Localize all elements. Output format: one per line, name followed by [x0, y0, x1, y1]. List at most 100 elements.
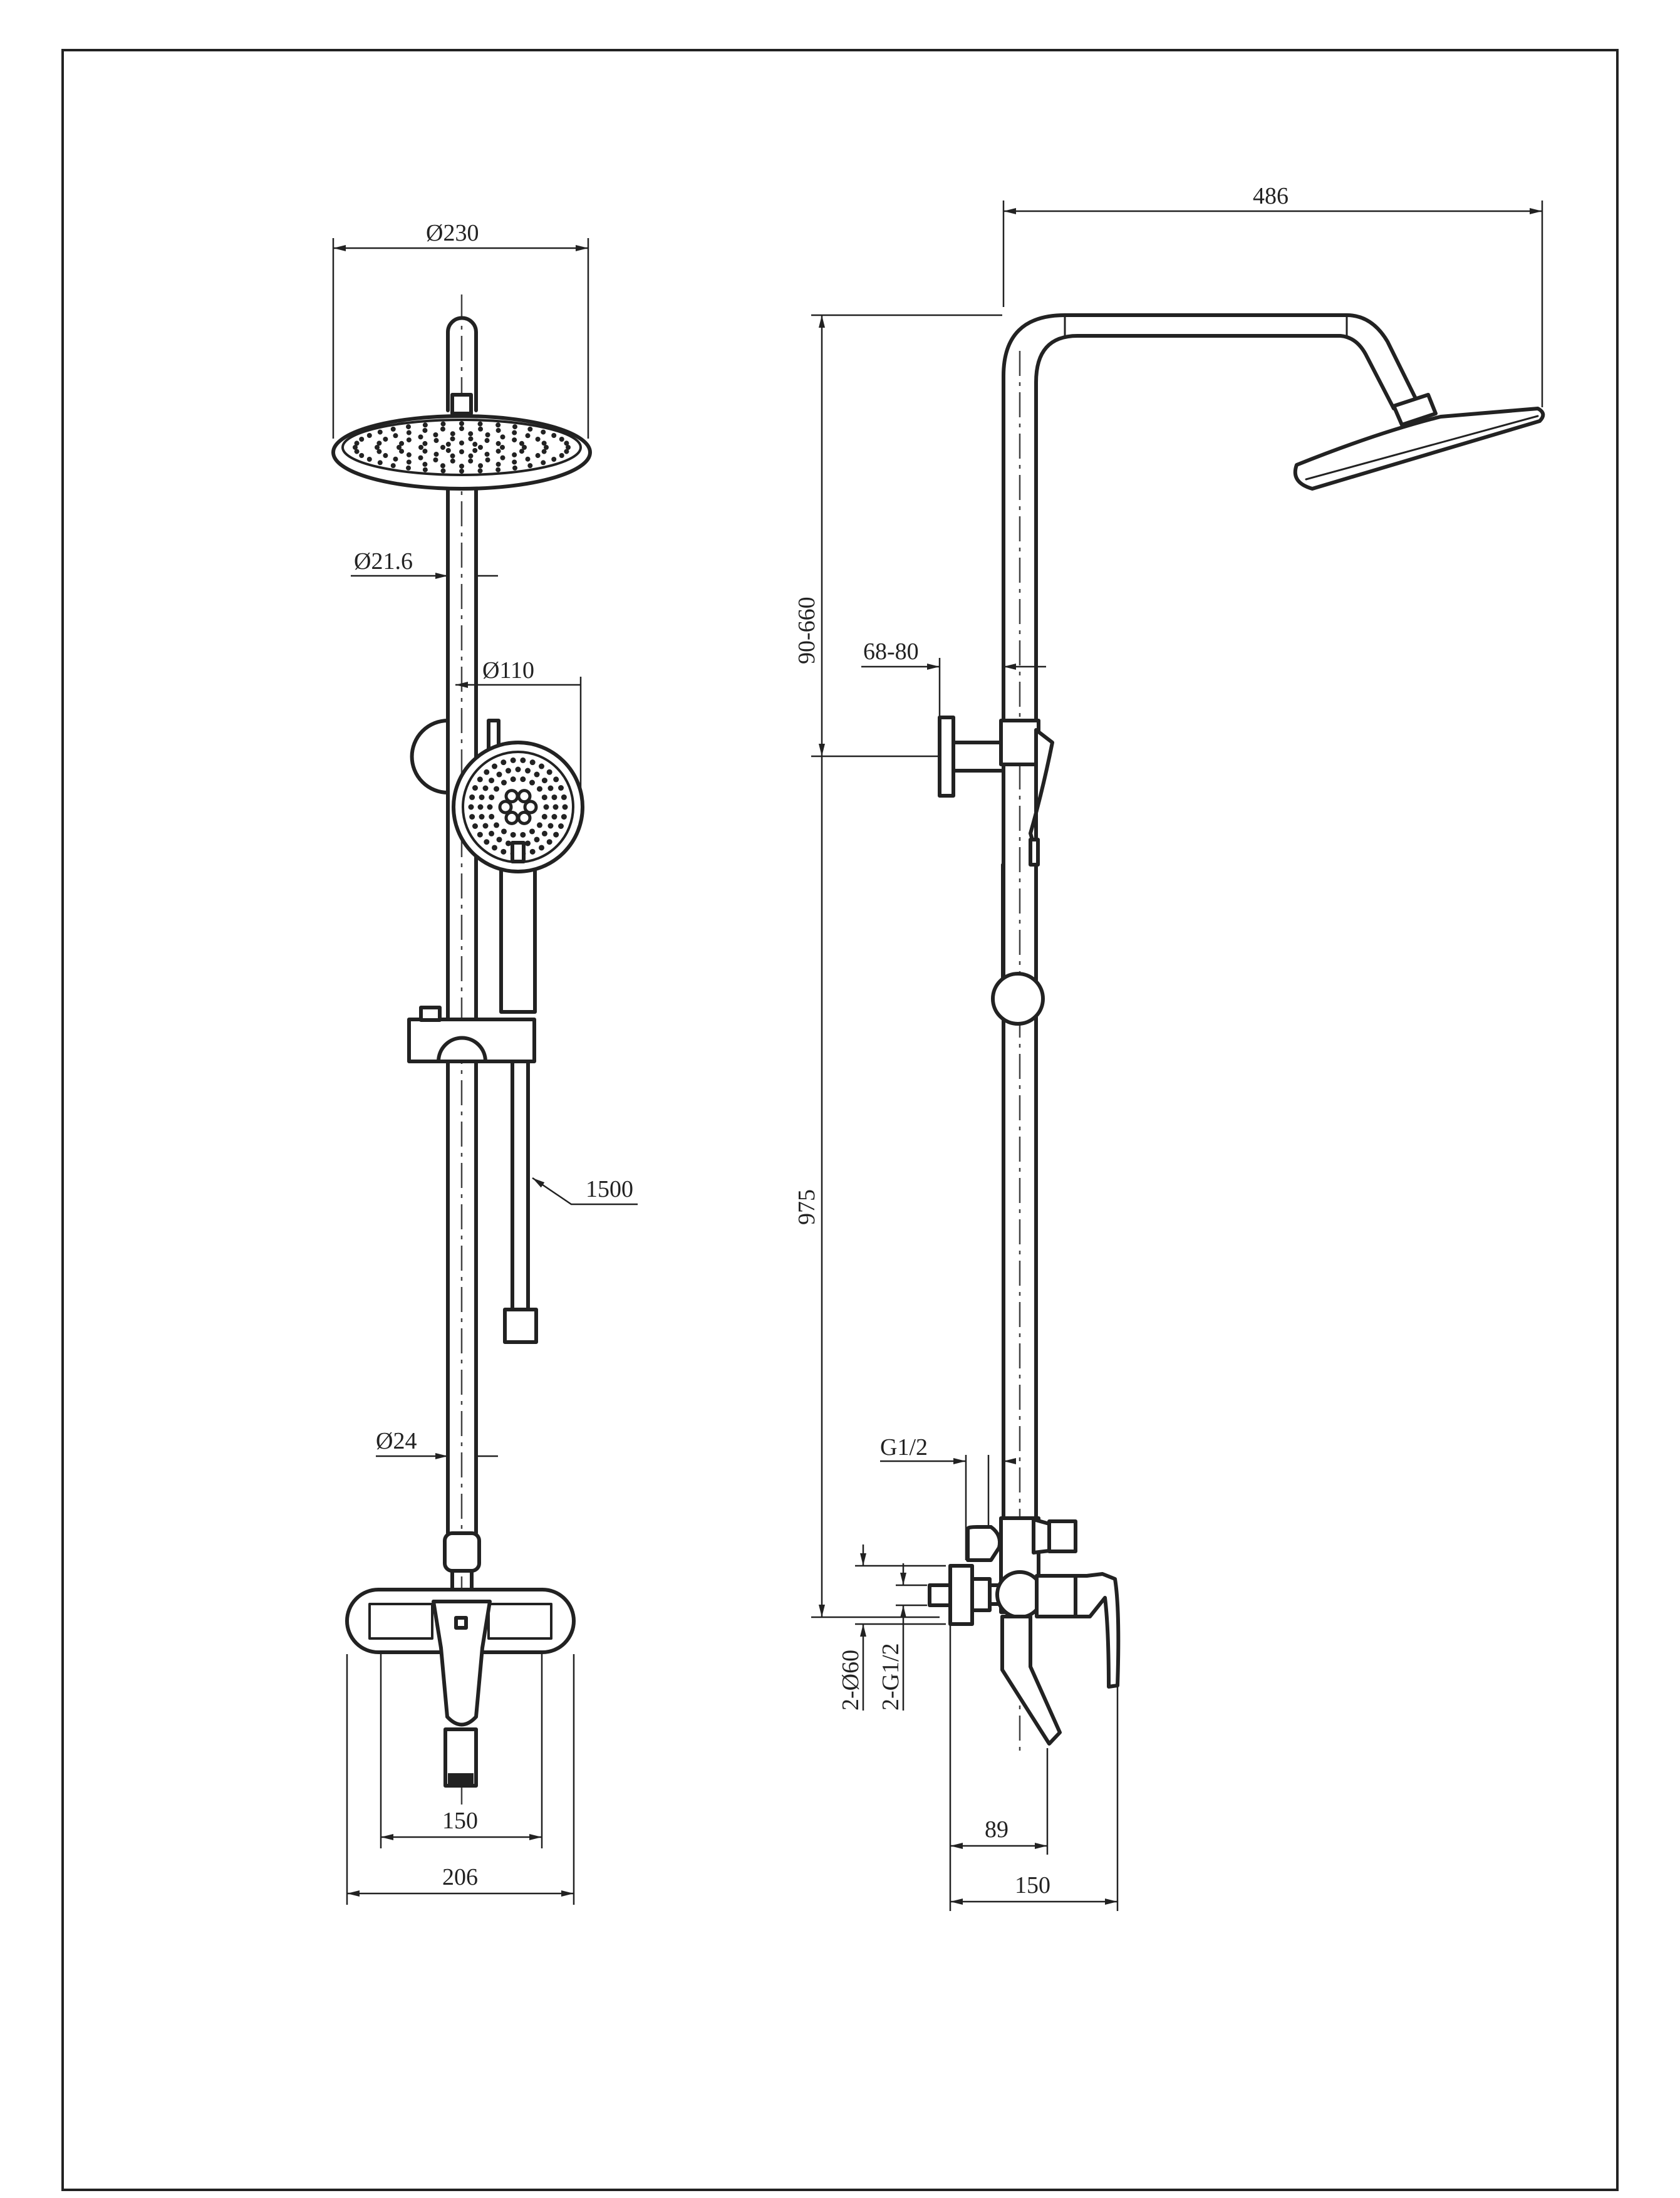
- nozzle-dot: [500, 455, 506, 461]
- nozzle-dot: [492, 763, 497, 769]
- nozzle-dot: [500, 759, 507, 766]
- nozzle-dot: [529, 779, 535, 786]
- nozzle-dot: [536, 822, 542, 828]
- nozzle-dot: [366, 433, 372, 438]
- nozzle-dot: [494, 786, 500, 792]
- nozzle-dot: [544, 445, 549, 450]
- nozzle-dot: [552, 804, 559, 810]
- shower-arm: [1002, 313, 1419, 1518]
- dim-inlet-thread: 2-G1/2: [878, 1643, 904, 1711]
- nozzle-dot: [489, 830, 495, 836]
- nozzle-dot: [376, 440, 382, 446]
- center-nozzle: [523, 800, 538, 815]
- nozzle-dot: [536, 786, 542, 792]
- nozzle-dot: [539, 763, 544, 769]
- nozzle-dot: [501, 828, 507, 835]
- nozzle-dot: [440, 468, 446, 474]
- nozzle-dot: [527, 463, 533, 469]
- nozzle-dot: [479, 814, 485, 820]
- nozzle-dot: [512, 424, 517, 430]
- nozzle-dot: [472, 442, 478, 447]
- rod-top-cap: [446, 316, 478, 412]
- nozzle-dot: [561, 794, 567, 800]
- nozzle-dot: [376, 449, 382, 454]
- nozzle-dot: [406, 459, 412, 465]
- nozzle-dot: [562, 804, 568, 810]
- nozzle-dot: [399, 440, 405, 446]
- nozzle-dot: [553, 776, 559, 783]
- nozzle-dot: [377, 429, 383, 435]
- mixer-valve-side: [928, 1564, 1121, 1746]
- nozzle-dot: [482, 785, 489, 791]
- dim-connection-thread: G1/2: [880, 1434, 928, 1461]
- nozzle-dot: [551, 433, 557, 438]
- mixer-lever: [432, 1600, 492, 1727]
- nozzle-dot: [477, 831, 483, 838]
- nozzle-dot: [422, 449, 428, 454]
- nozzle-dot: [354, 449, 360, 454]
- nozzle-dot: [551, 457, 557, 462]
- nozzle-dot: [406, 465, 411, 471]
- nozzle-dot: [477, 804, 484, 810]
- nozzle-dot: [525, 840, 531, 846]
- nozzle-dot: [418, 445, 423, 450]
- nozzle-dot: [525, 768, 531, 774]
- nozzle-dot: [478, 426, 484, 432]
- nozzle-dot: [505, 768, 511, 774]
- nozzle-dot: [484, 451, 490, 457]
- dim-head-diameter: Ø230: [426, 220, 479, 246]
- nozzle-dot: [478, 463, 484, 469]
- nozzle-dot: [450, 431, 455, 437]
- nozzle-dot: [522, 445, 527, 450]
- center-nozzle: [517, 789, 532, 804]
- nozzle-dot: [383, 453, 388, 459]
- nozzle-dot: [529, 828, 535, 835]
- nozzle-dot: [566, 445, 571, 450]
- nozzle-dot: [472, 784, 478, 791]
- nozzle-dot: [559, 437, 564, 442]
- nozzle-dot: [468, 431, 474, 437]
- nozzle-dot: [484, 839, 490, 845]
- nozzle-dot: [406, 424, 411, 430]
- nozzle-dot: [418, 455, 423, 461]
- nozzle-dot: [477, 776, 483, 783]
- nozzle-dot: [520, 776, 526, 783]
- nozzle-dot: [459, 449, 464, 454]
- nozzle-dot: [505, 840, 511, 846]
- nozzle-dot: [551, 794, 557, 800]
- nozzle-dot: [559, 452, 564, 458]
- nozzle-dot: [564, 440, 569, 446]
- dim-mixer-projection: 150: [1015, 1872, 1050, 1899]
- nozzle-dot: [393, 433, 398, 439]
- nozzle-dot: [500, 445, 505, 450]
- mixer-valve: [345, 1588, 576, 1788]
- hand-shower: [452, 741, 584, 1014]
- nozzle-dot: [541, 794, 547, 801]
- dim-flange-diameter: 2-Ø60: [837, 1650, 864, 1711]
- nozzle-dot: [500, 848, 507, 855]
- dim-upper-rod-diameter: Ø21.6: [354, 548, 413, 575]
- nozzle-dot: [561, 814, 567, 820]
- nozzle-dot: [519, 449, 524, 454]
- nozzle-dot: [535, 453, 541, 459]
- nozzle-dot: [529, 759, 536, 766]
- nozzle-dot: [510, 831, 516, 838]
- slider-knob: [991, 972, 1045, 1026]
- center-nozzle: [504, 810, 519, 825]
- nozzle-dot: [353, 445, 358, 450]
- nozzle-dot: [487, 804, 493, 810]
- nozzle-dot: [433, 451, 439, 457]
- nozzle-dot: [450, 453, 455, 459]
- nozzle-dot: [484, 769, 490, 775]
- nozzle-dot: [500, 434, 506, 440]
- dim-spout-projection: 89: [985, 1816, 1009, 1843]
- nozzle-dot: [468, 458, 474, 464]
- nozzle-dot: [512, 452, 517, 457]
- nozzle-dot: [478, 445, 483, 450]
- nozzle-dot: [541, 440, 547, 446]
- nozzle-dot: [501, 779, 507, 786]
- nozzle-dot: [541, 778, 547, 784]
- nozzle-dot: [558, 784, 564, 791]
- nozzle-dot: [527, 426, 533, 432]
